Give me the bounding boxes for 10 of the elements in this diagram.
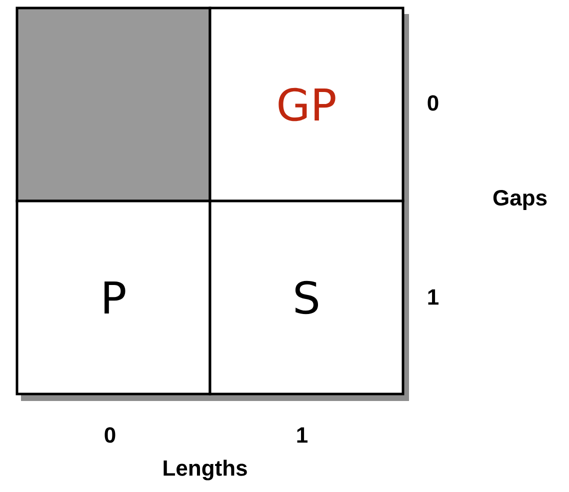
axis-title: Gaps (493, 190, 547, 210)
axis-value: 1 (297, 427, 308, 443)
grid-cell: GP (208, 6, 404, 202)
grid-cell: P (16, 200, 212, 396)
axis-value: 1 (428, 289, 438, 305)
axis-value: 0 (428, 95, 438, 111)
axis-title: Lengths (164, 460, 247, 480)
grid-cell: S (208, 200, 404, 396)
shaded-cell (16, 6, 212, 202)
axis-value: 0 (104, 427, 116, 443)
